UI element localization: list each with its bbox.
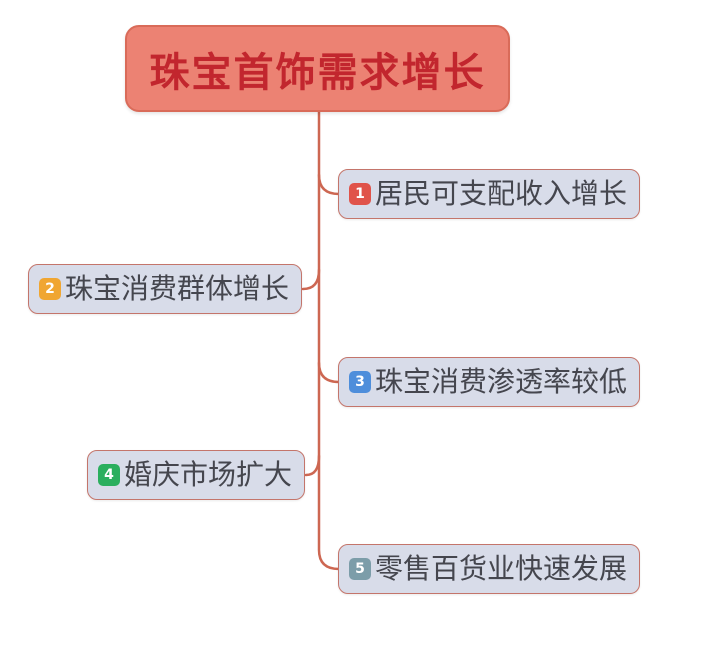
branch-connector-4 — [304, 454, 321, 477]
branch-node-4[interactable]: 4 婚庆市场扩大 — [86, 450, 305, 500]
branch-2-number-badge: 2 — [38, 278, 61, 300]
branch-5-label: 零售百货业快速发展 — [375, 552, 628, 585]
branch-node-3[interactable]: 3 珠宝消费渗透率较低 — [338, 357, 641, 407]
branch-4-label: 婚庆市场扩大 — [123, 458, 292, 491]
branch-connector-1 — [317, 173, 341, 196]
branch-node-5[interactable]: 5 零售百货业快速发展 — [338, 544, 641, 594]
branch-node-1[interactable]: 1 居民可支配收入增长 — [338, 169, 641, 219]
branch-connector-3 — [317, 361, 341, 384]
branch-2-label: 珠宝消费群体增长 — [64, 272, 289, 305]
root-node[interactable]: 珠宝首饰需求增长 — [125, 25, 510, 112]
branch-1-label: 居民可支配收入增长 — [375, 177, 628, 210]
branch-3-number-badge: 3 — [349, 371, 371, 393]
branch-3-label: 珠宝消费渗透率较低 — [375, 365, 628, 398]
branch-5-number-badge: 5 — [349, 558, 371, 580]
root-node-label: 珠宝首饰需求增长 — [149, 49, 486, 96]
branch-node-2[interactable]: 2 珠宝消费群体增长 — [27, 264, 302, 314]
branch-1-number-badge: 1 — [349, 183, 371, 205]
trunk-line — [317, 109, 341, 571]
branch-connector-2 — [301, 268, 321, 291]
branch-4-number-badge: 4 — [97, 464, 120, 486]
